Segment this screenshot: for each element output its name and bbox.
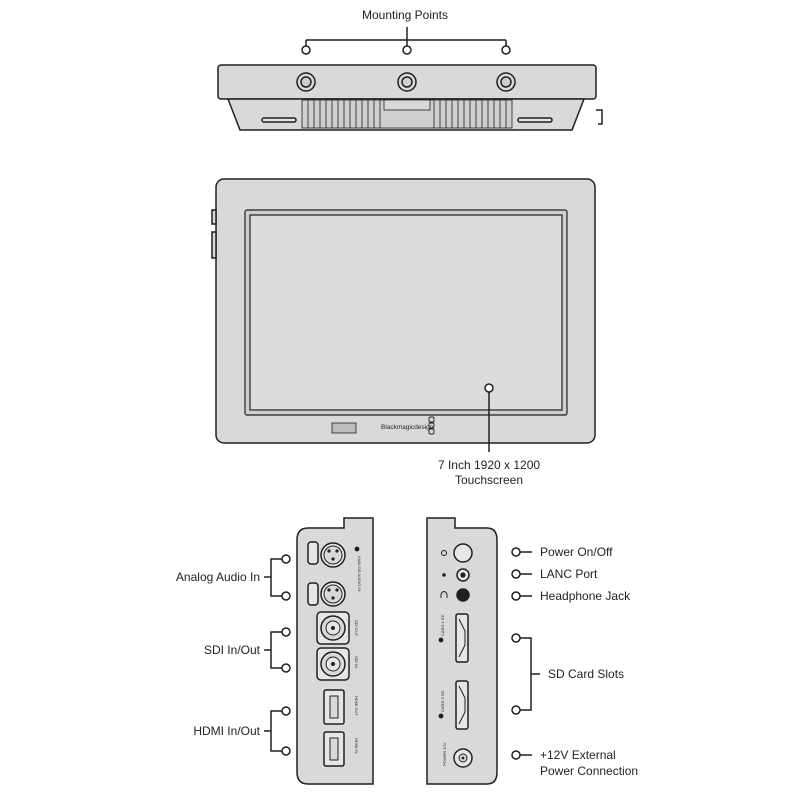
touchscreen-callout [484,383,494,452]
top-view [217,27,603,131]
label-power-on-off: Power On/Off [540,545,613,559]
label-sdi-in-out: SDI In/Out [203,643,260,657]
right-side-view [426,517,498,785]
label-headphone-jack: Headphone Jack [540,589,631,603]
panel-text-power: POWER 12V [442,742,447,766]
brand-text: Blackmagicdesign [381,424,434,431]
brand-logo-icon [428,416,435,435]
label-analog-audio-in: Analog Audio In [175,570,260,584]
label-hdmi-in-out: HDMI In/Out [193,724,260,738]
panel-text-card-2: CARD 2 SD [440,691,445,712]
power-symbol-icon [441,550,447,556]
label-sd-card-slots: SD Card Slots [548,667,625,681]
headphone-jack-icon [456,588,470,602]
sd-slot-1-icon [455,613,469,663]
top-view-right-tab [596,109,603,125]
top-view-left-slot [261,117,297,123]
label-touchscreen-line2: Touchscreen [454,473,524,487]
label-ext-power-line1: +12V External [540,748,616,762]
right-panel-printed-text: CARD 1 SD CARD 2 SD POWER 12V [440,615,447,766]
top-view-right-slot [517,117,553,123]
front-view [211,178,596,444]
left-side-view [296,517,374,785]
top-view-vents [301,99,513,129]
speaker-grille [331,422,357,434]
label-lanc-port: LANC Port [540,567,598,581]
left-callouts [264,554,291,756]
panel-text-sdi-in: SDI IN [354,656,359,668]
panel-text-hdmi-out: HDMI OUT [354,696,359,716]
front-side-button-top [211,209,217,225]
power-button-icon [453,543,473,563]
mounting-points-callout [301,27,511,55]
panel-text-analog-audio-in: ANALOG AUDIO IN [357,556,362,591]
headphone-symbol-icon [440,591,448,598]
panel-text-card-1: CARD 1 SD [440,615,445,636]
touchscreen [249,214,563,411]
left-panel-printed-text: ANALOG AUDIO IN SDI OUT SDI IN HDMI OUT … [354,556,362,753]
lanc-dot-icon [442,573,446,577]
label-touchscreen-line1: 7 Inch 1920 x 1200 [437,458,541,472]
right-callouts [511,547,540,760]
label-mounting-points: Mounting Points [361,8,449,22]
panel-text-sdi-out: SDI OUT [354,620,359,637]
sd-slot-2-icon [455,680,469,730]
panel-text-hdmi-in: HDMI IN [354,738,359,753]
front-side-button-bottom [211,231,217,259]
label-ext-power-line2: Power Connection [540,764,639,778]
